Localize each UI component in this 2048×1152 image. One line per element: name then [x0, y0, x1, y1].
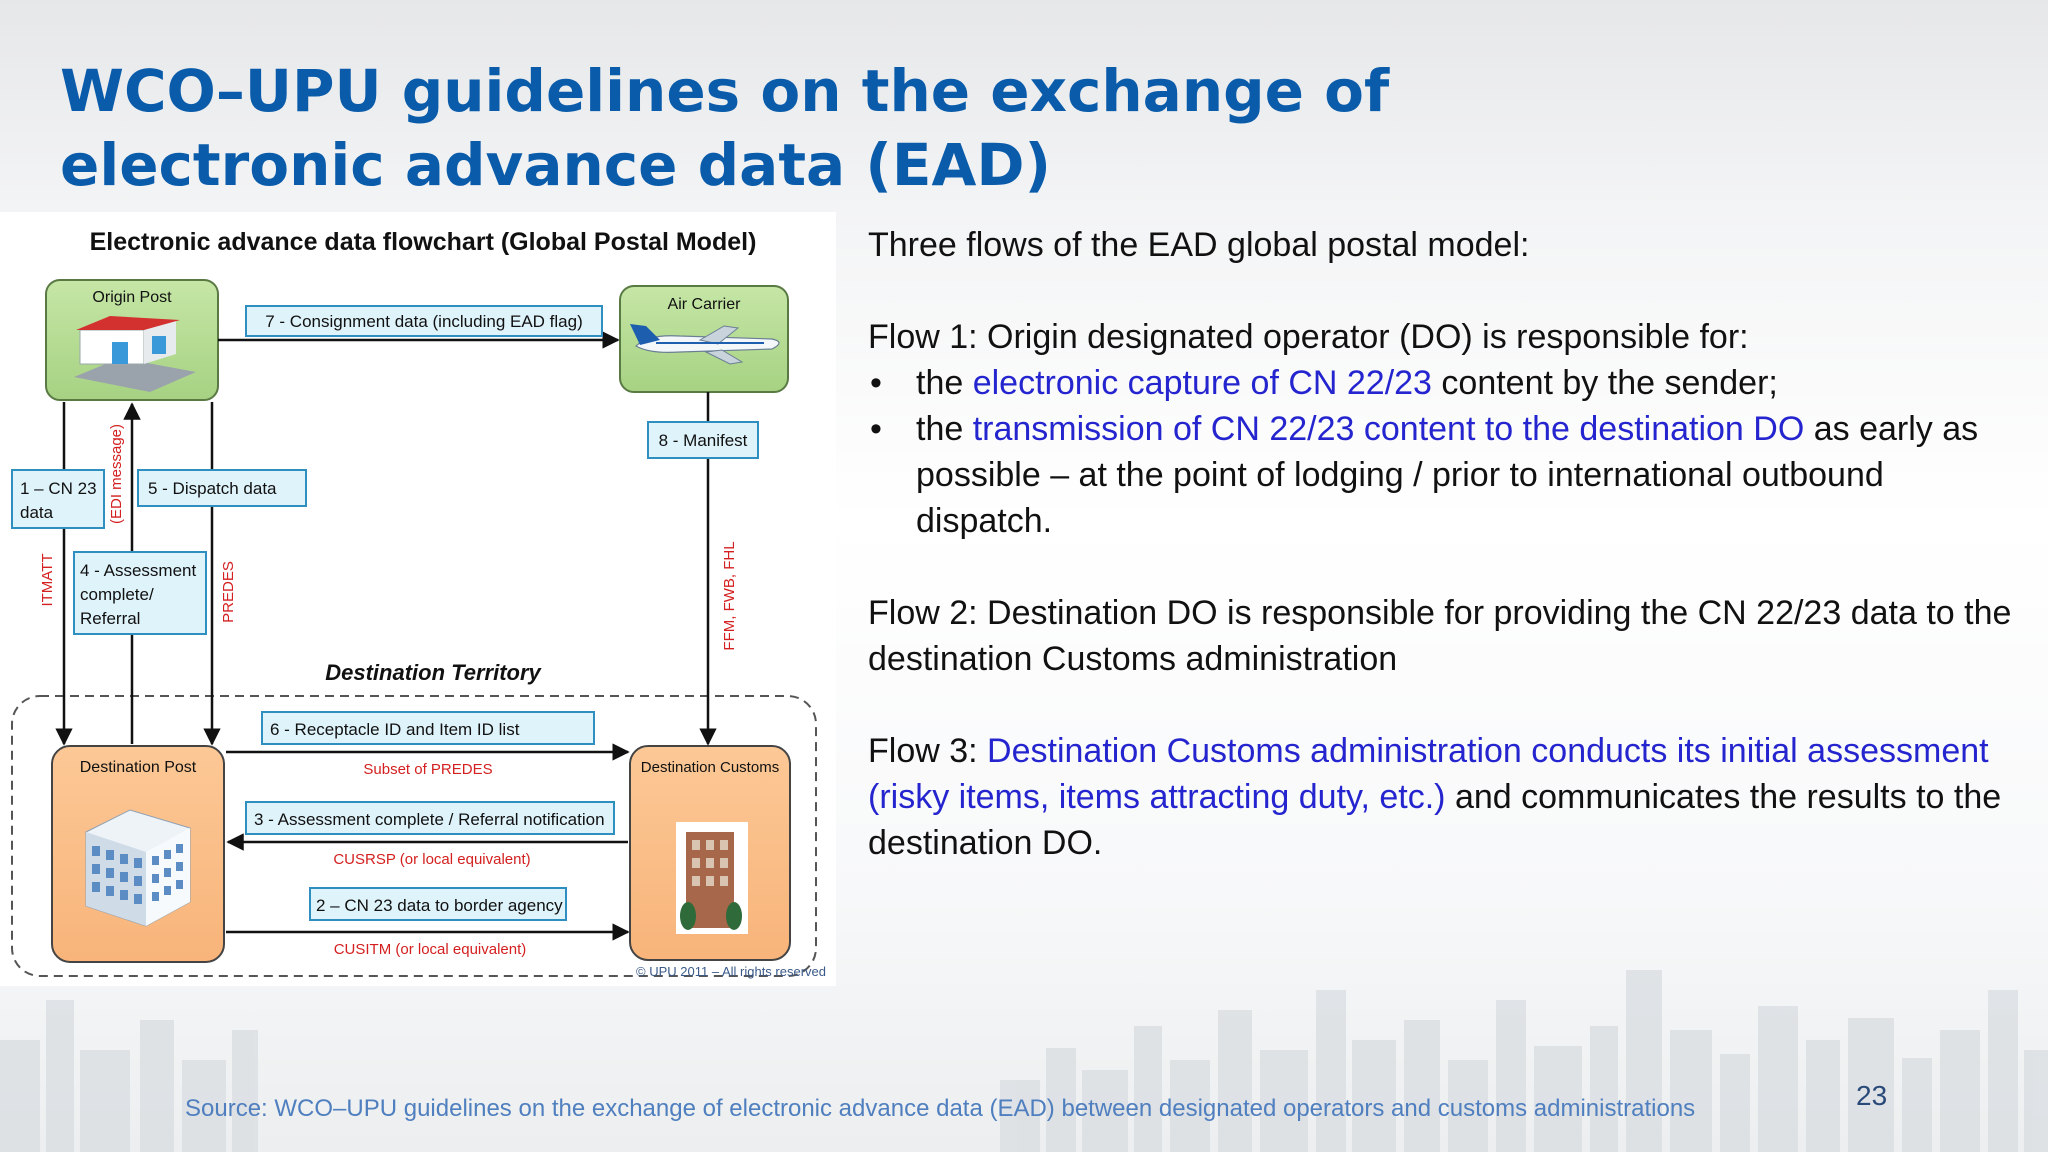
- airplane-icon: [630, 324, 780, 365]
- flow1-bullet-2: •the transmission of CN 22/23 content to…: [868, 406, 2028, 544]
- highlight-text: electronic capture of CN 22/23: [972, 364, 1432, 402]
- label-box-4: [73, 551, 207, 635]
- label-box-6: [261, 711, 595, 745]
- destination-territory-region: [11, 695, 817, 977]
- subset-predes-label: Subset of PREDES: [363, 761, 492, 778]
- destination-customs-node: Destination Customs: [629, 745, 791, 961]
- label-box-3: [245, 801, 615, 835]
- city-skyline-decoration: [0, 970, 2048, 1152]
- bullet-marker: •: [870, 410, 882, 448]
- customs-building-icon: [676, 822, 748, 934]
- air-carrier-node: Air Carrier: [619, 285, 789, 393]
- destination-post-label: Destination Post: [80, 759, 197, 776]
- copyright-note: © UPU 2011 – All rights reserved: [636, 964, 826, 979]
- air-carrier-label: Air Carrier: [668, 296, 742, 313]
- title-line-1: WCO–UPU guidelines on the exchange of: [60, 57, 1390, 125]
- intro-text: Three flows of the EAD global postal mod…: [868, 226, 1530, 264]
- label-1-line2: data: [20, 503, 54, 522]
- flow3-text: Flow 3: Destination Customs administrati…: [868, 732, 2002, 862]
- flow1-list: •the electronic capture of CN 22/23 cont…: [868, 360, 2028, 544]
- flows-description: Three flows of the EAD global postal mod…: [868, 222, 2028, 866]
- label-4-line1: 4 - Assessment: [80, 561, 196, 580]
- predes-label: PREDES: [220, 561, 237, 623]
- cusrsp-label: CUSRSP (or local equivalent): [333, 851, 530, 868]
- label-2: 2 – CN 23 data to border agency: [316, 896, 563, 915]
- highlight-text: transmission of CN 22/23 content to the …: [972, 410, 1805, 448]
- destination-customs-label: Destination Customs: [641, 759, 779, 776]
- flow1-bullet-1: •the electronic capture of CN 22/23 cont…: [868, 360, 2028, 406]
- post-office-icon: [74, 316, 196, 392]
- label-4-line2: complete/: [80, 585, 154, 604]
- label-6: 6 - Receptacle ID and Item ID list: [270, 720, 520, 739]
- cusitm-label: CUSITM (or local equivalent): [334, 941, 527, 958]
- label-box-1: [11, 469, 105, 529]
- bullet-marker: •: [870, 364, 882, 402]
- title-line-2: electronic advance data (EAD): [60, 131, 1052, 199]
- label-8: 8 - Manifest: [659, 431, 748, 450]
- page-number: 23: [1856, 1080, 1888, 1111]
- source-citation: Source: WCO–UPU guidelines on the exchan…: [185, 1095, 1696, 1122]
- flow2-text: Flow 2: Destination DO is responsible fo…: [868, 594, 2012, 678]
- edi-message-label: (EDI message): [108, 424, 125, 524]
- ffm-label: FFM, FWB, FHL: [721, 541, 738, 650]
- ead-flowchart: Electronic advance data flowchart (Globa…: [0, 212, 836, 986]
- label-1-line1: 1 – CN 23: [20, 479, 97, 498]
- label-3: 3 - Assessment complete / Referral notif…: [254, 810, 605, 829]
- itmatt-label: ITMATT: [39, 553, 56, 606]
- origin-post-label: Origin Post: [92, 289, 172, 306]
- label-5: 5 - Dispatch data: [148, 479, 277, 498]
- label-box-2: [309, 887, 567, 921]
- flow1-heading: Flow 1: Origin designated operator (DO) …: [868, 318, 1749, 356]
- destination-post-node: Destination Post: [51, 745, 225, 963]
- label-7: 7 - Consignment data (including EAD flag…: [265, 312, 583, 331]
- label-box-8: [647, 421, 759, 459]
- label-box-7: [245, 305, 603, 337]
- flowchart-svg: Electronic advance data flowchart (Globa…: [11, 228, 826, 979]
- label-box-5: [137, 469, 307, 507]
- slide-title: WCO–UPU guidelines on the exchange of el…: [60, 54, 1389, 202]
- highlight-text: Destination Customs administration condu…: [868, 732, 1989, 816]
- label-4-line3: Referral: [80, 609, 140, 628]
- destination-territory-label: Destination Territory: [325, 660, 542, 685]
- flowchart-title: Electronic advance data flowchart (Globa…: [90, 228, 757, 256]
- office-building-icon: [85, 809, 191, 927]
- origin-post-node: Origin Post: [45, 279, 219, 401]
